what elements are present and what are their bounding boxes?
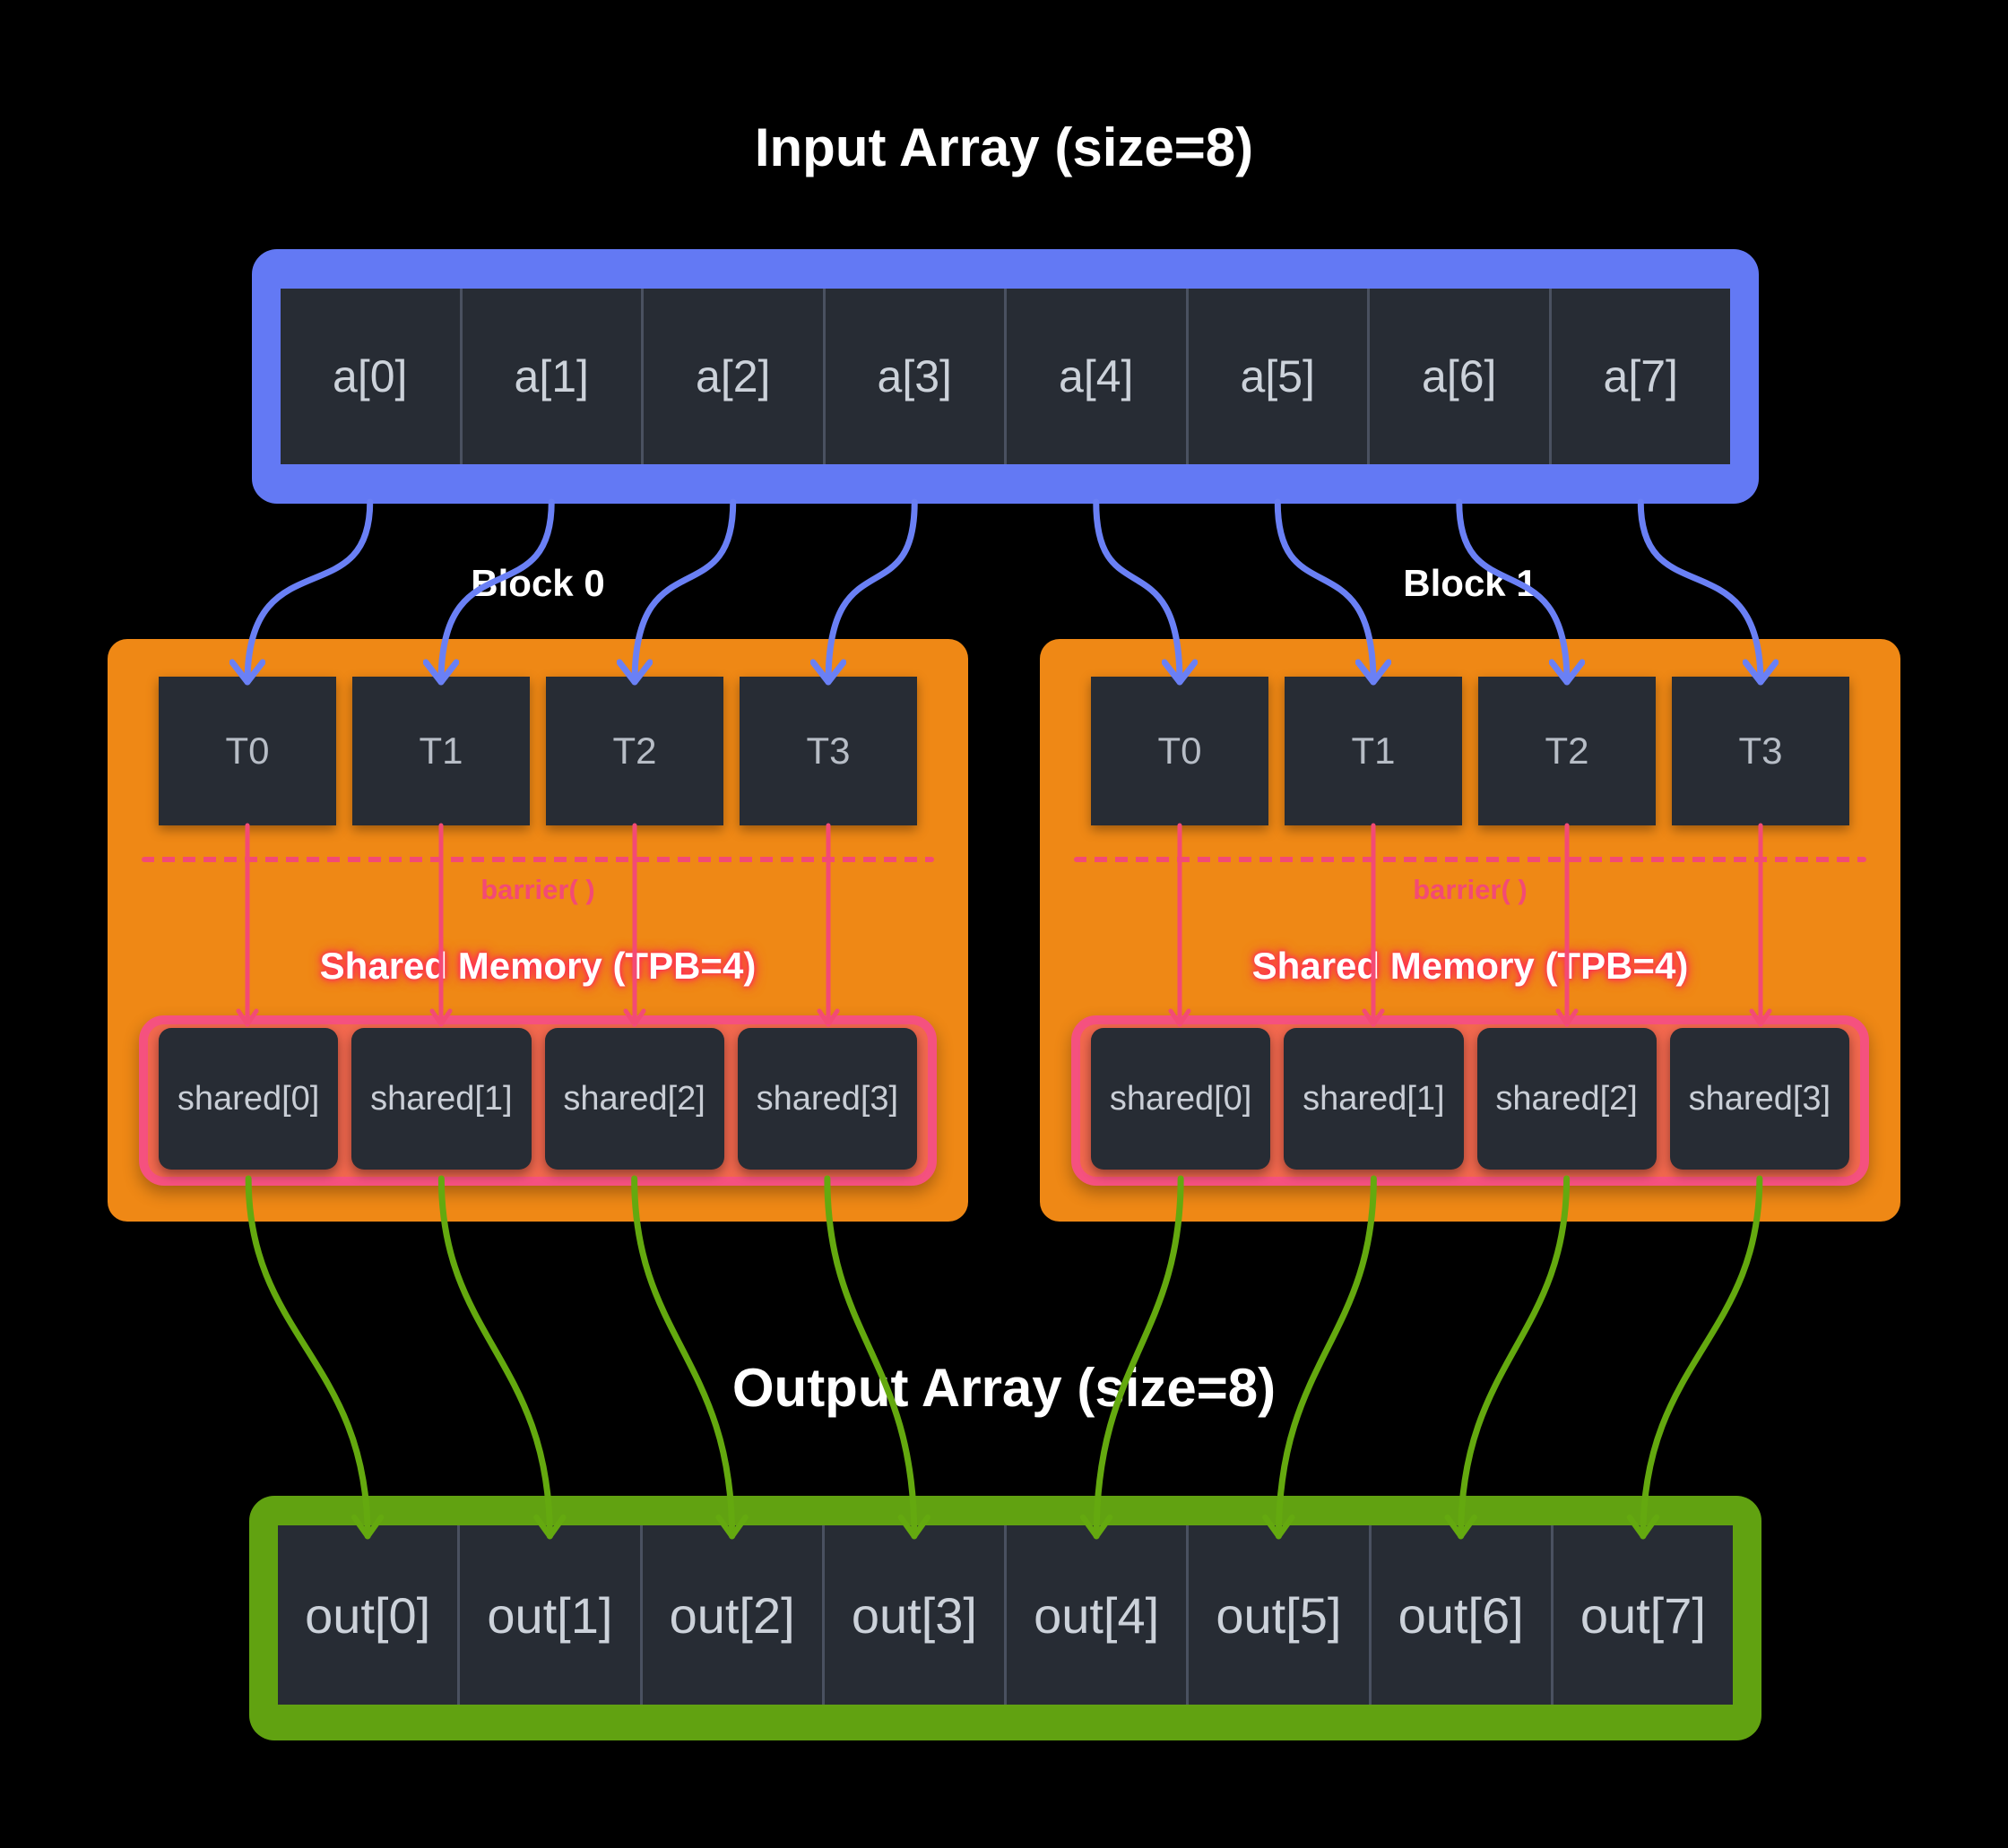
arrow-shared-to-output: [1444, 1175, 1571, 1540]
input-array-container: a[0]a[1]a[2]a[3]a[4]a[5]a[6]a[7]: [252, 249, 1759, 504]
block-1-label: Block 1: [1403, 562, 1537, 604]
output-array-cell: out[5]: [1189, 1525, 1369, 1705]
thread-cell: T2: [1478, 677, 1656, 825]
thread-cell: T1: [1285, 677, 1462, 825]
arrow-shared-to-output: [631, 1175, 749, 1540]
shared-memory-cell: shared[3]: [737, 1028, 917, 1170]
shared-memory-cell: shared[1]: [1284, 1028, 1464, 1170]
shared-memory-title: Shared Memory (TPB=4): [1251, 945, 1689, 987]
shared-memory-cell: shared[2]: [544, 1028, 724, 1170]
output-array-cell: out[1]: [460, 1525, 640, 1705]
shared-memory-cell: shared[1]: [351, 1028, 532, 1170]
arrow-shared-to-output: [1626, 1175, 1763, 1540]
barrier-dashed-line: [142, 857, 934, 862]
thread-cell: T0: [1091, 677, 1268, 825]
input-array-cell: a[4]: [1007, 289, 1186, 464]
input-array-cell: a[3]: [825, 289, 1004, 464]
block-0-label: Block 0: [471, 562, 605, 604]
thread-cell: T2: [546, 677, 723, 825]
shared-memory-title: Shared Memory (TPB=4): [319, 945, 757, 987]
input-array-cell: a[0]: [281, 289, 460, 464]
shared-memory-cell: shared[3]: [1669, 1028, 1849, 1170]
output-array-cell: out[6]: [1371, 1525, 1551, 1705]
thread-cell: T0: [159, 677, 336, 825]
barrier-label: barrier( ): [1413, 874, 1528, 905]
input-array-cell: a[7]: [1551, 289, 1730, 464]
input-array-cell: a[1]: [462, 289, 641, 464]
output-array-title: Output Array (size=8): [731, 1358, 1277, 1418]
output-array-cell: out[0]: [278, 1525, 458, 1705]
shared-cells-row: shared[0]shared[1]shared[2]shared[3]: [159, 1028, 917, 1170]
barrier-label: barrier( ): [480, 874, 595, 905]
thread-cell: T3: [1672, 677, 1849, 825]
shared-cells-row: shared[0]shared[1]shared[2]shared[3]: [1091, 1028, 1849, 1170]
output-array-cell: out[3]: [824, 1525, 1004, 1705]
arrow-shared-to-output: [1262, 1175, 1377, 1540]
thread-cell: T3: [740, 677, 917, 825]
output-array-container: out[0]out[1]out[2]out[3]out[4]out[5]out[…: [249, 1496, 1761, 1740]
shared-memory-container: shared[0]shared[1]shared[2]shared[3]: [1071, 1015, 1869, 1186]
shared-memory-container: shared[0]shared[1]shared[2]shared[3]: [139, 1015, 937, 1186]
arrow-shared-to-output: [437, 1175, 567, 1540]
output-array-cell: out[2]: [642, 1525, 822, 1705]
barrier-dashed-line: [1074, 857, 1866, 862]
shared-memory-cell: shared[2]: [1476, 1028, 1657, 1170]
input-array-cell: a[6]: [1370, 289, 1549, 464]
input-cells-row: a[0]a[1]a[2]a[3]a[4]a[5]a[6]a[7]: [281, 289, 1730, 464]
output-cells-row: out[0]out[1]out[2]out[3]out[4]out[5]out[…: [278, 1525, 1733, 1705]
arrow-shared-to-output: [245, 1175, 385, 1540]
shared-memory-cell: shared[0]: [1091, 1028, 1271, 1170]
output-array-cell: out[7]: [1553, 1525, 1733, 1705]
shared-memory-cell: shared[0]: [159, 1028, 339, 1170]
input-array-cell: a[2]: [644, 289, 823, 464]
input-array-title: Input Array (size=8): [754, 117, 1254, 177]
input-array-cell: a[5]: [1188, 289, 1367, 464]
thread-cell: T1: [352, 677, 530, 825]
output-array-cell: out[4]: [1007, 1525, 1187, 1705]
